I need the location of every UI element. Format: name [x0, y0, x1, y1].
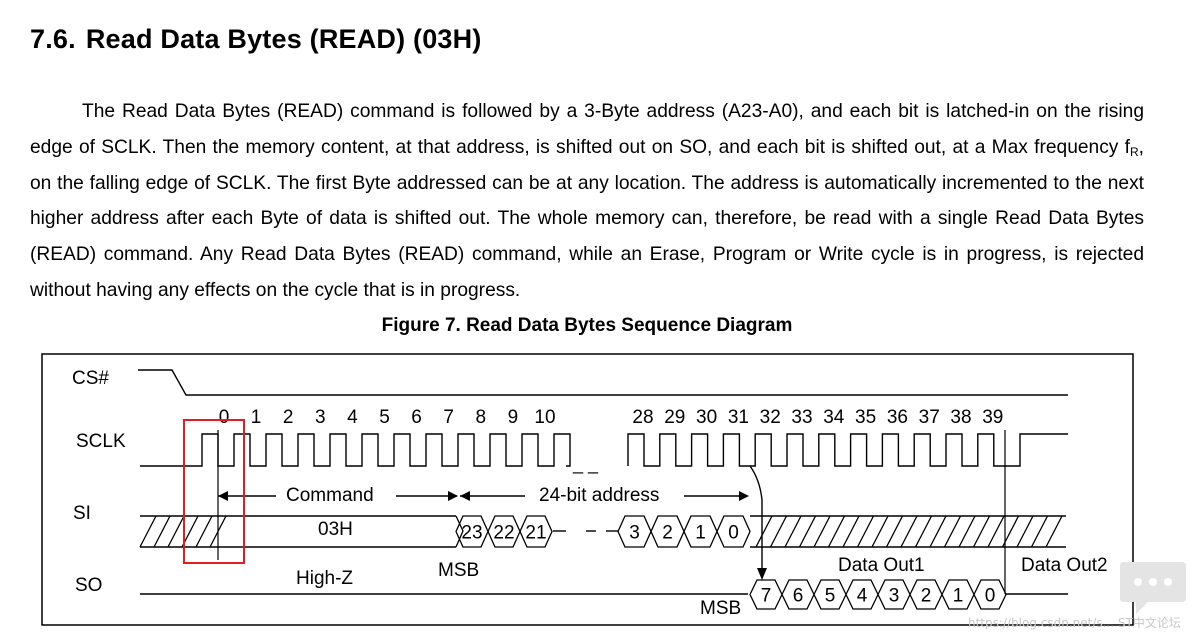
clock-number-37: 37: [919, 407, 940, 428]
command-arrow-left: [218, 491, 228, 501]
clock-number-30: 30: [696, 407, 717, 428]
clock-number-31: 31: [728, 407, 749, 428]
signal-label-si: SI: [73, 503, 91, 524]
clock-number-29: 29: [664, 407, 685, 428]
signal-label-cs: CS#: [72, 368, 109, 389]
clock-number-32: 32: [760, 407, 781, 428]
si-msb-label: MSB: [438, 560, 479, 581]
clock-number-38: 38: [950, 407, 971, 428]
sclk-segment-right: [627, 433, 1068, 467]
so-msb-label: MSB: [700, 598, 741, 619]
body-paragraph: The Read Data Bytes (READ) command is fo…: [30, 94, 1144, 309]
clock-number-28: 28: [632, 407, 653, 428]
so-bit-0: 0: [985, 586, 996, 607]
clock-number-7: 7: [443, 407, 454, 428]
so-bit-5: 5: [825, 586, 836, 607]
sclk-gap-dashes: _ _: [572, 454, 599, 475]
si-bit-23: 23: [461, 523, 482, 544]
sclk-segment-left: [140, 433, 571, 467]
clock-number-2: 2: [283, 407, 294, 428]
clock-number-8: 8: [476, 407, 487, 428]
figure-caption: Figure 7. Read Data Bytes Sequence Diagr…: [381, 315, 793, 336]
so-bit-3: 3: [889, 586, 900, 607]
so-bit-2: 2: [921, 586, 932, 607]
clock-number-4: 4: [347, 407, 358, 428]
paragraph-part2: , on the falling edge of SCLK. The first…: [30, 136, 1144, 301]
paragraph-part1: The Read Data Bytes (READ) command is fo…: [30, 101, 1144, 158]
clock-number-0: 0: [219, 407, 230, 428]
clock-number-35: 35: [855, 407, 876, 428]
watermark-text: https://blog.csdn.net/s... ST中文论坛: [968, 616, 1181, 630]
si-bit-0: 0: [728, 523, 739, 544]
clock-number-33: 33: [791, 407, 812, 428]
clock-number-6: 6: [411, 407, 422, 428]
so-bit-1: 1: [953, 586, 964, 607]
address-arrow-right: [739, 491, 749, 501]
sclk-waveform: [140, 433, 1068, 467]
address-label: 24-bit address: [539, 485, 659, 506]
clock-number-5: 5: [379, 407, 390, 428]
si-bit-22: 22: [493, 523, 514, 544]
si-bit-1: 1: [695, 523, 706, 544]
clock-number-39: 39: [982, 407, 1003, 428]
clock-number-9: 9: [508, 407, 519, 428]
data-out1-label: Data Out1: [838, 555, 925, 576]
signal-label-so: SO: [75, 575, 102, 596]
highlight-box: [183, 419, 245, 564]
chat-bubble-icon: [1120, 562, 1186, 614]
clock-number-36: 36: [887, 407, 908, 428]
section-heading: 7.6. Read Data Bytes (READ) (03H): [30, 24, 482, 55]
section-title: Read Data Bytes (READ) (03H): [85, 24, 482, 54]
clock-number-1: 1: [251, 407, 262, 428]
paragraph-subscript: R: [1129, 144, 1139, 159]
so-bit-4: 4: [857, 586, 868, 607]
clock-number-34: 34: [823, 407, 845, 428]
opcode-label: 03H: [318, 519, 353, 540]
command-label: Command: [286, 485, 374, 506]
diagram-frame: [41, 353, 1134, 626]
high-z-label: High-Z: [296, 568, 353, 589]
command-arrow-right: [448, 491, 458, 501]
cs-waveform: [138, 369, 1068, 396]
section-number: 7.6.: [30, 24, 76, 54]
signal-label-sclk: SCLK: [76, 431, 126, 452]
data-out2-label: Data Out2: [1021, 555, 1108, 576]
edge-to-so-arrow: [749, 465, 763, 572]
so-bit-6: 6: [793, 586, 804, 607]
so-bit-7: 7: [761, 586, 772, 607]
si-bit-21: 21: [525, 523, 546, 544]
si-bit-2: 2: [662, 523, 673, 544]
si-bit-3: 3: [629, 523, 640, 544]
clock-number-10: 10: [534, 407, 555, 428]
clock-number-3: 3: [315, 407, 326, 428]
